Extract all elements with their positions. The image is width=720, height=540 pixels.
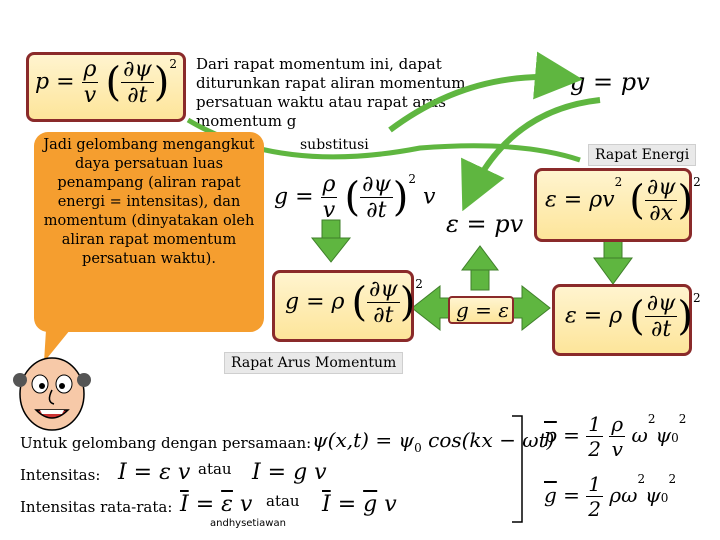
intensity-eq-2: I = g v bbox=[252, 460, 327, 485]
energy-flux-box: ε = ρ (∂ψ∂t)2 bbox=[552, 284, 692, 356]
bracket-line bbox=[510, 414, 530, 524]
arc-arrow-to-g bbox=[390, 77, 565, 130]
credit-text: andhysetiawan bbox=[210, 518, 286, 529]
rapat-arus-label: Rapat Arus Momentum bbox=[224, 352, 403, 374]
cartoon-face-icon bbox=[6, 350, 98, 434]
intensity-avg-eq-2: I = g v bbox=[322, 492, 397, 517]
energy-density-box: ε = ρv2 (∂ψ∂x)2 bbox=[534, 168, 692, 242]
down-arrow-left bbox=[312, 220, 350, 262]
intensity-eq-1: I = ε v bbox=[118, 460, 190, 485]
wave-intro-label: Untuk gelombang dengan persamaan: bbox=[20, 434, 311, 452]
intensitas-rata-label: Intensitas rata-rata: bbox=[20, 498, 172, 516]
down-arrow-right bbox=[594, 240, 632, 284]
atau-2: atau bbox=[266, 492, 300, 510]
up-arrow-center bbox=[462, 246, 498, 290]
callout-bubble: Jadi gelombang mengangkut daya persatuan… bbox=[34, 132, 264, 332]
intensity-avg-eq-1: I = ε v bbox=[180, 492, 252, 517]
intensitas-label: Intensitas: bbox=[20, 466, 100, 484]
epsilon-equals-pv: ε = pv bbox=[446, 210, 523, 238]
g-equals-epsilon-box: g = ε bbox=[448, 296, 514, 324]
callout-text: Jadi gelombang mengangkut daya persatuan… bbox=[43, 137, 254, 267]
momentum-flux-box: g = ρ (∂ψ∂t)2 bbox=[272, 270, 414, 342]
atau-1: atau bbox=[198, 460, 232, 478]
